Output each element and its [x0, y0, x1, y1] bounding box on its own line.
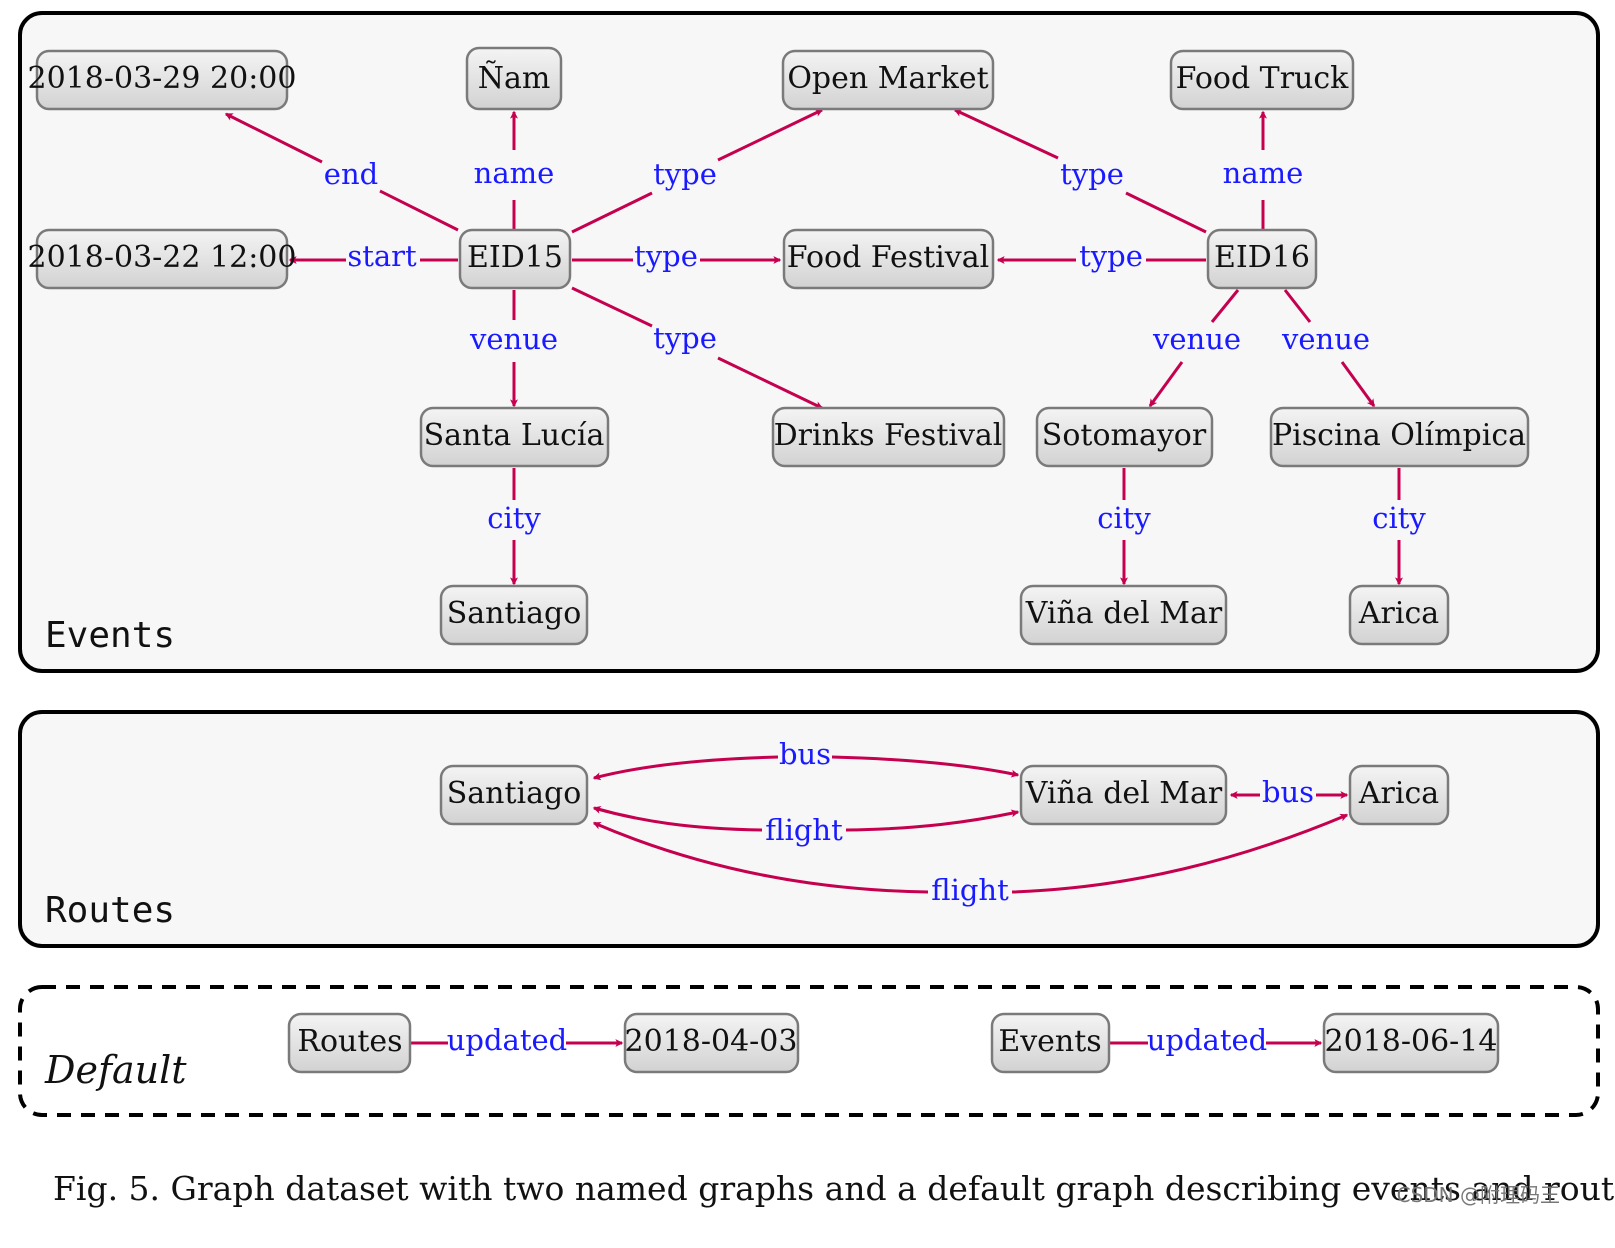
edge-label-name15: name [474, 156, 555, 190]
routes-panel: Routes bus flight bus flight Santiago Vi… [18, 710, 1600, 948]
events-edges [226, 108, 1403, 586]
node-arica-routes: Arica [1348, 764, 1450, 826]
svg-text:2018-06-14: 2018-06-14 [1325, 1024, 1498, 1059]
edge-bus1-left [592, 755, 779, 781]
edge-type-open15 [717, 108, 824, 162]
events-panel-title: Events [45, 615, 175, 656]
svg-text:Sotomayor: Sotomayor [1042, 418, 1207, 453]
node-events-default: Events [990, 1012, 1111, 1074]
svg-text:Piscina Olímpica: Piscina Olímpica [1272, 418, 1526, 453]
edge-flight2-left [592, 821, 929, 894]
svg-text:Santa Lucía: Santa Lucía [424, 418, 605, 453]
node-open-market: Open Market [781, 49, 995, 111]
edge-label-type-food15: type [634, 239, 698, 273]
default-panel-title: Default [44, 1048, 187, 1092]
edge-label-name16: name [1223, 156, 1304, 190]
svg-text:Santiago: Santiago [447, 596, 582, 631]
edge-flight2-right [1011, 813, 1349, 894]
svg-text:EID16: EID16 [1214, 240, 1310, 275]
node-santiago-routes: Santiago [439, 764, 589, 826]
node-vina-routes: Viña del Mar [1019, 764, 1228, 826]
node-piscina: Piscina Olímpica [1269, 406, 1530, 468]
edge-label-bus2: bus [1262, 775, 1314, 809]
edge-label-venue16b: venue [1281, 322, 1370, 356]
svg-text:EID15: EID15 [467, 240, 563, 275]
node-santa-lucia: Santa Lucía [419, 406, 610, 468]
edge-label-updated1: updated [447, 1023, 567, 1057]
svg-text:2018-03-22 12:00: 2018-03-22 12:00 [28, 240, 297, 275]
edge-label-end: end [324, 157, 378, 191]
edge-label-venue16a: venue [1152, 322, 1241, 356]
edge-end [226, 114, 459, 232]
svg-text:Events: Events [998, 1024, 1101, 1059]
routes-panel-title: Routes [45, 890, 175, 931]
routes-edges [592, 755, 1349, 894]
routes-edge-labels: bus flight bus flight [765, 737, 1314, 907]
edge-type-open16 [953, 108, 1059, 160]
events-edge-labels: end name type type name start type type … [324, 156, 1427, 535]
node-sotomayor: Sotomayor [1035, 406, 1214, 468]
edge-flight1-left [592, 805, 763, 832]
node-santiago-events: Santiago [439, 584, 589, 646]
svg-text:2018-03-29 20:00: 2018-03-29 20:00 [28, 61, 297, 96]
edge-type-drinks15 [717, 356, 824, 410]
edge-label-bus1: bus [779, 737, 831, 771]
node-eid15: EID15 [458, 228, 572, 290]
edge-label-type-food16: type [1079, 239, 1143, 273]
figure-caption: Fig. 5. Graph dataset with two named gra… [53, 1169, 1615, 1208]
default-panel: Default updated updated Routes 2018-04-0… [18, 985, 1600, 1117]
edge-venue16a [1148, 361, 1184, 408]
default-edge-labels: updated updated [447, 1023, 1267, 1057]
edge-venue16b [1340, 361, 1376, 408]
node-vina-events: Viña del Mar [1019, 584, 1228, 646]
svg-text:Santiago: Santiago [447, 776, 582, 811]
svg-text:Arica: Arica [1358, 776, 1439, 811]
node-end-date: 2018-03-29 20:00 [28, 49, 297, 111]
node-start-date: 2018-03-22 12:00 [28, 228, 297, 290]
node-arica-events: Arica [1348, 584, 1450, 646]
node-nam: Ñam [465, 46, 563, 111]
svg-text:2018-04-03: 2018-04-03 [625, 1024, 798, 1059]
node-routes-date: 2018-04-03 [623, 1012, 800, 1074]
node-food-festival: Food Festival [782, 228, 995, 290]
watermark: CSDN @附理码王 [1397, 1183, 1560, 1207]
node-food-truck: Food Truck [1169, 49, 1355, 111]
edge-label-type-open16: type [1060, 157, 1124, 191]
edge-label-flight2: flight [931, 873, 1009, 907]
edge-label-start: start [347, 239, 417, 273]
svg-text:Viña del Mar: Viña del Mar [1025, 776, 1223, 811]
node-events-date: 2018-06-14 [1322, 1012, 1500, 1074]
node-routes-default: Routes [287, 1012, 412, 1074]
edge-label-updated2: updated [1147, 1023, 1267, 1057]
edge-label-venue15: venue [469, 322, 558, 356]
edge-label-city-lucia: city [487, 501, 541, 535]
svg-text:Viña del Mar: Viña del Mar [1025, 596, 1223, 631]
svg-text:Drinks Festival: Drinks Festival [774, 418, 1003, 453]
svg-text:Open Market: Open Market [787, 61, 988, 96]
svg-text:Routes: Routes [297, 1024, 402, 1059]
svg-text:Food Festival: Food Festival [787, 240, 989, 275]
events-panel: Events [18, 11, 1600, 673]
edge-label-type-drinks15: type [653, 321, 717, 355]
edge-label-city-soto: city [1097, 501, 1151, 535]
edge-label-type-open15: type [653, 157, 717, 191]
node-drinks-festival: Drinks Festival [771, 406, 1006, 468]
edge-bus1-right [831, 755, 1020, 778]
svg-text:Food Truck: Food Truck [1176, 61, 1350, 96]
edge-label-flight1: flight [765, 813, 843, 847]
edge-label-city-piscina: city [1372, 501, 1426, 535]
svg-text:Arica: Arica [1358, 596, 1439, 631]
node-eid16: EID16 [1206, 228, 1318, 290]
svg-text:Ñam: Ñam [478, 60, 551, 96]
edge-flight1-right [845, 809, 1020, 832]
